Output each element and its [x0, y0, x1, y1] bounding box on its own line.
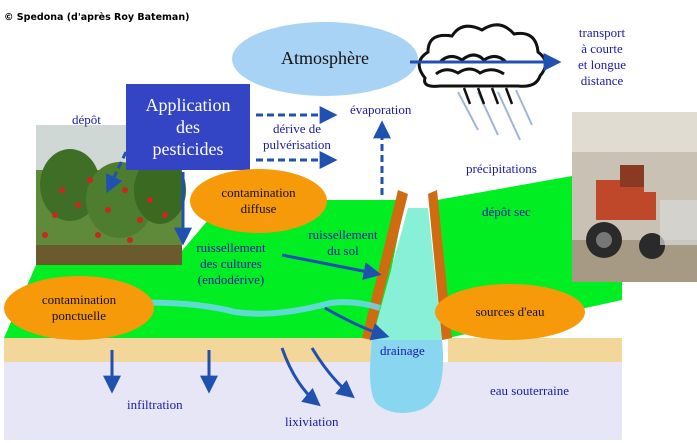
- contamination-diffuse-ellipse: contamination diffuse: [190, 169, 327, 233]
- contamination-point-line-2: ponctuelle: [51, 308, 107, 323]
- precipitations-label: précipitations: [466, 161, 537, 176]
- drift-label: dérive de pulvérisation: [252, 121, 342, 153]
- contamination-diffuse-line-1: contamination: [221, 185, 296, 200]
- atmosphere-text: Atmosphère: [281, 48, 369, 68]
- river-bottom: [370, 340, 444, 414]
- application-line-1: Application: [145, 95, 231, 115]
- water-sources-ellipse: sources d'eau: [435, 284, 585, 340]
- water-sources-text: sources d'eau: [475, 304, 545, 319]
- tractor-photo: [572, 112, 697, 282]
- runoff-soil-label: ruissellement du sol: [300, 227, 386, 259]
- dry-deposit-label: dépôt sec: [482, 204, 531, 219]
- copyright-text: © Spedona (d'après Roy Bateman): [4, 12, 190, 23]
- atmosphere-label: Atmosphère: [270, 47, 380, 69]
- contamination-point-line-1: contamination: [41, 292, 117, 307]
- contamination-point-ellipse: contamination ponctuelle: [4, 276, 154, 340]
- application-line-3: pesticides: [152, 139, 224, 159]
- soil-layer: [4, 338, 380, 362]
- runoff-crops-line-3: (endodérive): [197, 272, 265, 287]
- groundwater-label: eau souterraine: [490, 383, 570, 398]
- drainage-arrow: [324, 306, 390, 341]
- transport-line-1: transport: [578, 25, 626, 40]
- runoff-soil-arrow: [281, 253, 382, 281]
- leaching-arrow-2: [310, 347, 355, 399]
- runoff-soil-line-1: ruissellement: [308, 227, 378, 242]
- soil-layer-right: [448, 338, 622, 362]
- runoff-soil-line-2: du sol: [327, 243, 359, 258]
- evaporation-label: évaporation: [350, 102, 412, 117]
- contamination-diffuse-line-2: diffuse: [240, 201, 277, 216]
- application-line-2: des: [175, 117, 200, 137]
- transport-line-2: à courte: [581, 41, 623, 56]
- transport-label: transport à courte et longue distance: [566, 25, 638, 89]
- runoff-crops-label: ruissellement des cultures (endodérive): [186, 240, 276, 288]
- runoff-crops-line-2: des cultures: [200, 256, 262, 271]
- transport-line-4: distance: [580, 73, 624, 88]
- transport-line-3: et longue: [577, 57, 626, 72]
- depot-label: dépôt: [72, 112, 101, 127]
- leaching-arrow-1: [280, 347, 321, 407]
- infiltration-label: infiltration: [127, 397, 183, 412]
- drift-line-2: pulvérisation: [263, 137, 331, 152]
- runoff-crops-line-1: ruissellement: [196, 240, 266, 255]
- storm-cloud: [417, 23, 547, 141]
- atmosphere-ellipse: [232, 22, 418, 96]
- deposit-arrow-left: [106, 151, 128, 194]
- pollution-streak: [99, 299, 381, 317]
- river-bank-left: [362, 190, 408, 340]
- leaching-label: lixiviation: [285, 414, 339, 429]
- application-box: Application des pesticides: [126, 84, 250, 170]
- drainage-label: drainage: [380, 343, 425, 358]
- river: [372, 208, 442, 340]
- drift-line-1: dérive de: [272, 121, 321, 136]
